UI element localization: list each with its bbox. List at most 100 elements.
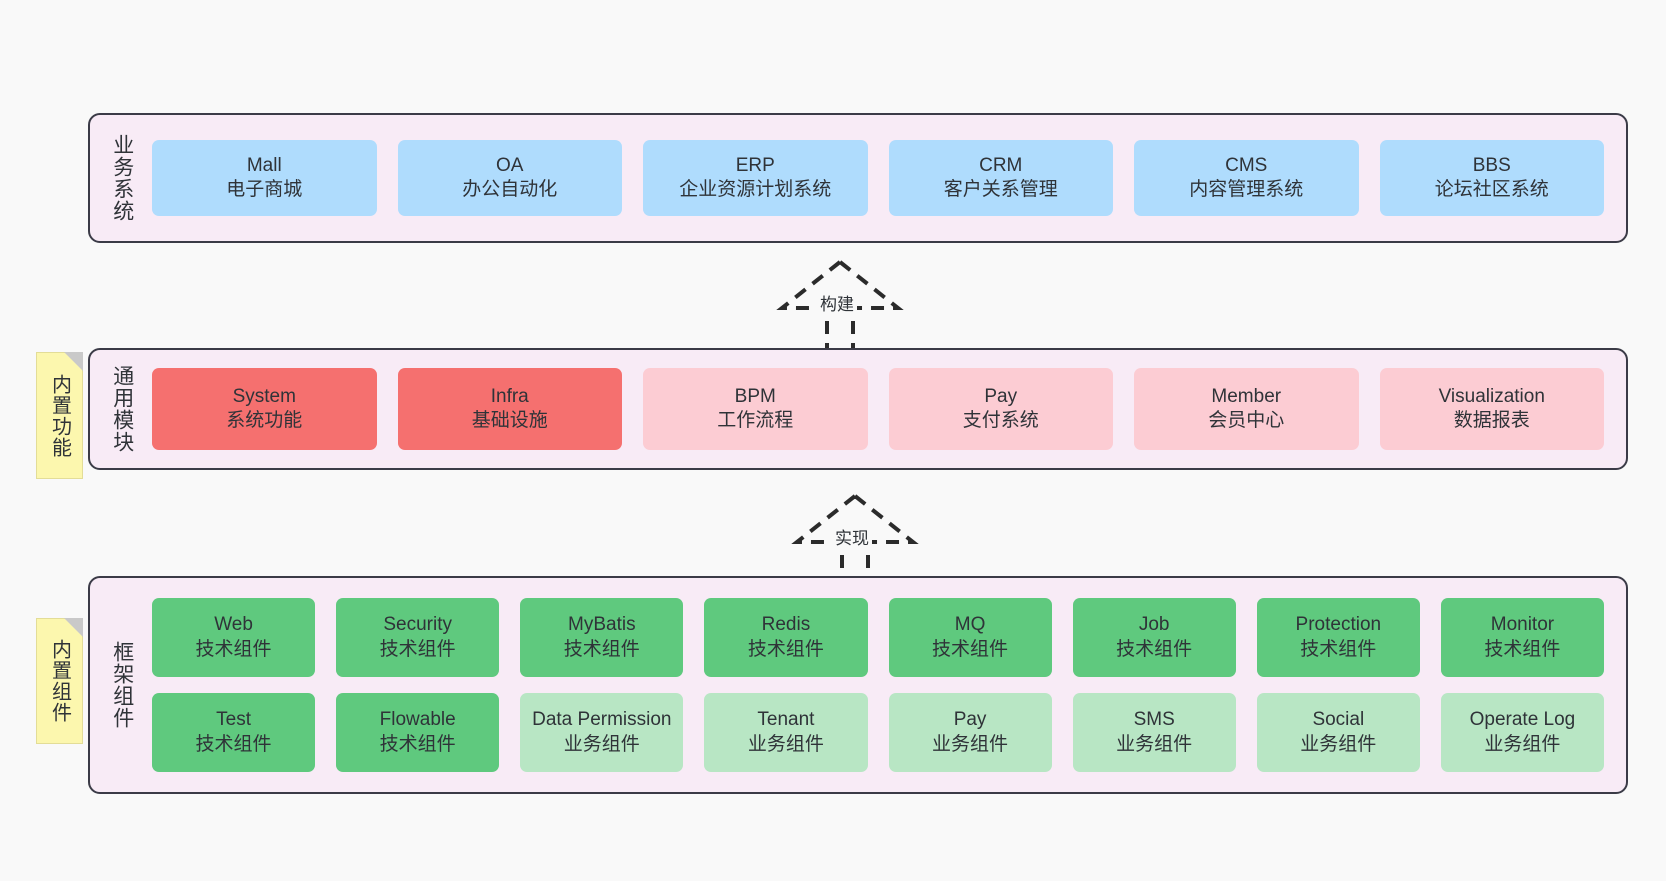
card-subtitle: 技术组件 bbox=[379, 733, 456, 755]
card-title: Protection bbox=[1295, 614, 1382, 636]
card-title: CRM bbox=[979, 154, 1023, 176]
note-builtin-features: 内置功能 bbox=[36, 352, 83, 479]
dashed-hollow-arrow-up-icon bbox=[776, 260, 904, 348]
card-title: Mall bbox=[246, 154, 282, 176]
card-redis[interactable]: Redis 技术组件 bbox=[704, 598, 868, 677]
card-subtitle: 技术组件 bbox=[379, 638, 456, 660]
dashed-hollow-arrow-up-icon bbox=[791, 494, 919, 582]
layer-business-systems: 业务系统 Mall 电子商城 OA 办公自动化 ERP 企业资源计划系统 CRM… bbox=[88, 113, 1628, 243]
card-monitor[interactable]: Monitor 技术组件 bbox=[1440, 598, 1604, 677]
card-subtitle: 数据报表 bbox=[1453, 410, 1530, 431]
card-pay-component[interactable]: Pay 业务组件 bbox=[888, 693, 1052, 772]
card-job[interactable]: Job 技术组件 bbox=[1072, 598, 1236, 677]
card-flowable[interactable]: Flowable 技术组件 bbox=[336, 693, 500, 772]
card-title: ERP bbox=[735, 154, 775, 176]
card-title: MyBatis bbox=[568, 614, 636, 636]
card-title: Operate Log bbox=[1469, 709, 1576, 731]
card-crm[interactable]: CRM 客户关系管理 bbox=[888, 140, 1113, 216]
card-title: Member bbox=[1211, 385, 1282, 407]
card-subtitle: 技术组件 bbox=[747, 638, 824, 660]
card-bbs[interactable]: BBS 论坛社区系统 bbox=[1379, 140, 1604, 216]
card-title: Social bbox=[1312, 709, 1365, 731]
card-title: OA bbox=[496, 154, 524, 176]
card-mq[interactable]: MQ 技术组件 bbox=[888, 598, 1052, 677]
common-row: System 系统功能 Infra 基础设施 BPM 工作流程 Pay 支付系统… bbox=[152, 368, 1604, 450]
card-subtitle: 技术组件 bbox=[1300, 638, 1377, 660]
card-title: Job bbox=[1138, 614, 1170, 636]
card-sms[interactable]: SMS 业务组件 bbox=[1072, 693, 1236, 772]
card-title: Tenant bbox=[757, 709, 815, 731]
card-subtitle: 内容管理系统 bbox=[1189, 179, 1304, 200]
card-erp[interactable]: ERP 企业资源计划系统 bbox=[643, 140, 868, 216]
card-title: Visualization bbox=[1438, 385, 1545, 407]
framework-row-tech: Web 技术组件 Security 技术组件 MyBatis 技术组件 Redi… bbox=[152, 598, 1604, 677]
layer-title-common: 通用模块 bbox=[110, 365, 134, 453]
card-pay-module[interactable]: Pay 支付系统 bbox=[888, 368, 1113, 450]
card-title: MQ bbox=[954, 614, 986, 636]
card-infra[interactable]: Infra 基础设施 bbox=[397, 368, 622, 450]
card-subtitle: 业务组件 bbox=[932, 733, 1009, 755]
card-social[interactable]: Social 业务组件 bbox=[1256, 693, 1420, 772]
card-title: Data Permission bbox=[532, 709, 672, 731]
card-subtitle: 电子商城 bbox=[226, 179, 303, 200]
card-data-permission[interactable]: Data Permission 业务组件 bbox=[520, 693, 684, 772]
connector-label-implement: 实现 bbox=[832, 524, 872, 549]
card-mybatis[interactable]: MyBatis 技术组件 bbox=[520, 598, 684, 677]
card-title: Web bbox=[214, 614, 253, 636]
card-subtitle: 论坛社区系统 bbox=[1434, 179, 1549, 200]
common-card-grid: System 系统功能 Infra 基础设施 BPM 工作流程 Pay 支付系统… bbox=[140, 350, 1626, 468]
card-subtitle: 技术组件 bbox=[932, 638, 1009, 660]
card-system[interactable]: System 系统功能 bbox=[152, 368, 377, 450]
card-mall[interactable]: Mall 电子商城 bbox=[152, 140, 377, 216]
card-title: BBS bbox=[1472, 154, 1511, 176]
card-subtitle: 企业资源计划系统 bbox=[679, 179, 832, 200]
card-subtitle: 技术组件 bbox=[195, 733, 272, 755]
card-subtitle: 业务组件 bbox=[1300, 733, 1377, 755]
card-subtitle: 业务组件 bbox=[747, 733, 824, 755]
business-row: Mall 电子商城 OA 办公自动化 ERP 企业资源计划系统 CRM 客户关系… bbox=[152, 140, 1604, 216]
card-title: Monitor bbox=[1490, 614, 1555, 636]
card-title: Security bbox=[383, 614, 452, 636]
card-member[interactable]: Member 会员中心 bbox=[1134, 368, 1359, 450]
card-test[interactable]: Test 技术组件 bbox=[152, 693, 316, 772]
framework-card-grid: Web 技术组件 Security 技术组件 MyBatis 技术组件 Redi… bbox=[140, 578, 1626, 792]
connector-implement: 实现 bbox=[770, 492, 940, 582]
layer-title-business: 业务系统 bbox=[110, 134, 134, 222]
card-bpm[interactable]: BPM 工作流程 bbox=[643, 368, 868, 450]
card-subtitle: 会员中心 bbox=[1208, 410, 1285, 431]
card-operate-log[interactable]: Operate Log 业务组件 bbox=[1440, 693, 1604, 772]
layer-common-modules: 通用模块 System 系统功能 Infra 基础设施 BPM 工作流程 Pay… bbox=[88, 348, 1628, 470]
card-subtitle: 客户关系管理 bbox=[943, 179, 1058, 200]
card-title: Test bbox=[216, 709, 251, 731]
card-subtitle: 技术组件 bbox=[195, 638, 272, 660]
card-title: CMS bbox=[1225, 154, 1268, 176]
card-visualization[interactable]: Visualization 数据报表 bbox=[1379, 368, 1604, 450]
card-security[interactable]: Security 技术组件 bbox=[336, 598, 500, 677]
card-title: Flowable bbox=[379, 709, 456, 731]
note-label: 内置功能 bbox=[48, 373, 71, 458]
card-title: System bbox=[232, 385, 296, 407]
note-label: 内置组件 bbox=[48, 639, 71, 723]
card-subtitle: 办公自动化 bbox=[462, 179, 558, 200]
card-subtitle: 支付系统 bbox=[962, 410, 1039, 431]
card-subtitle: 技术组件 bbox=[1116, 638, 1193, 660]
layer-framework-components: 框架组件 Web 技术组件 Security 技术组件 MyBatis 技术组件… bbox=[88, 576, 1628, 794]
card-subtitle: 技术组件 bbox=[563, 638, 640, 660]
business-card-grid: Mall 电子商城 OA 办公自动化 ERP 企业资源计划系统 CRM 客户关系… bbox=[140, 115, 1626, 241]
card-subtitle: 工作流程 bbox=[717, 410, 794, 431]
framework-row-biz: Test 技术组件 Flowable 技术组件 Data Permission … bbox=[152, 693, 1604, 772]
card-oa[interactable]: OA 办公自动化 bbox=[397, 140, 622, 216]
card-subtitle: 业务组件 bbox=[1116, 733, 1193, 755]
card-cms[interactable]: CMS 内容管理系统 bbox=[1134, 140, 1359, 216]
card-protection[interactable]: Protection 技术组件 bbox=[1256, 598, 1420, 677]
card-title: Pay bbox=[953, 709, 987, 731]
card-subtitle: 技术组件 bbox=[1484, 638, 1561, 660]
card-title: Infra bbox=[490, 385, 529, 407]
connector-label-build: 构建 bbox=[817, 290, 857, 315]
note-builtin-components: 内置组件 bbox=[36, 618, 83, 744]
layer-title-framework: 框架组件 bbox=[110, 641, 134, 729]
card-web[interactable]: Web 技术组件 bbox=[152, 598, 316, 677]
card-subtitle: 基础设施 bbox=[471, 410, 548, 431]
card-tenant[interactable]: Tenant 业务组件 bbox=[704, 693, 868, 772]
